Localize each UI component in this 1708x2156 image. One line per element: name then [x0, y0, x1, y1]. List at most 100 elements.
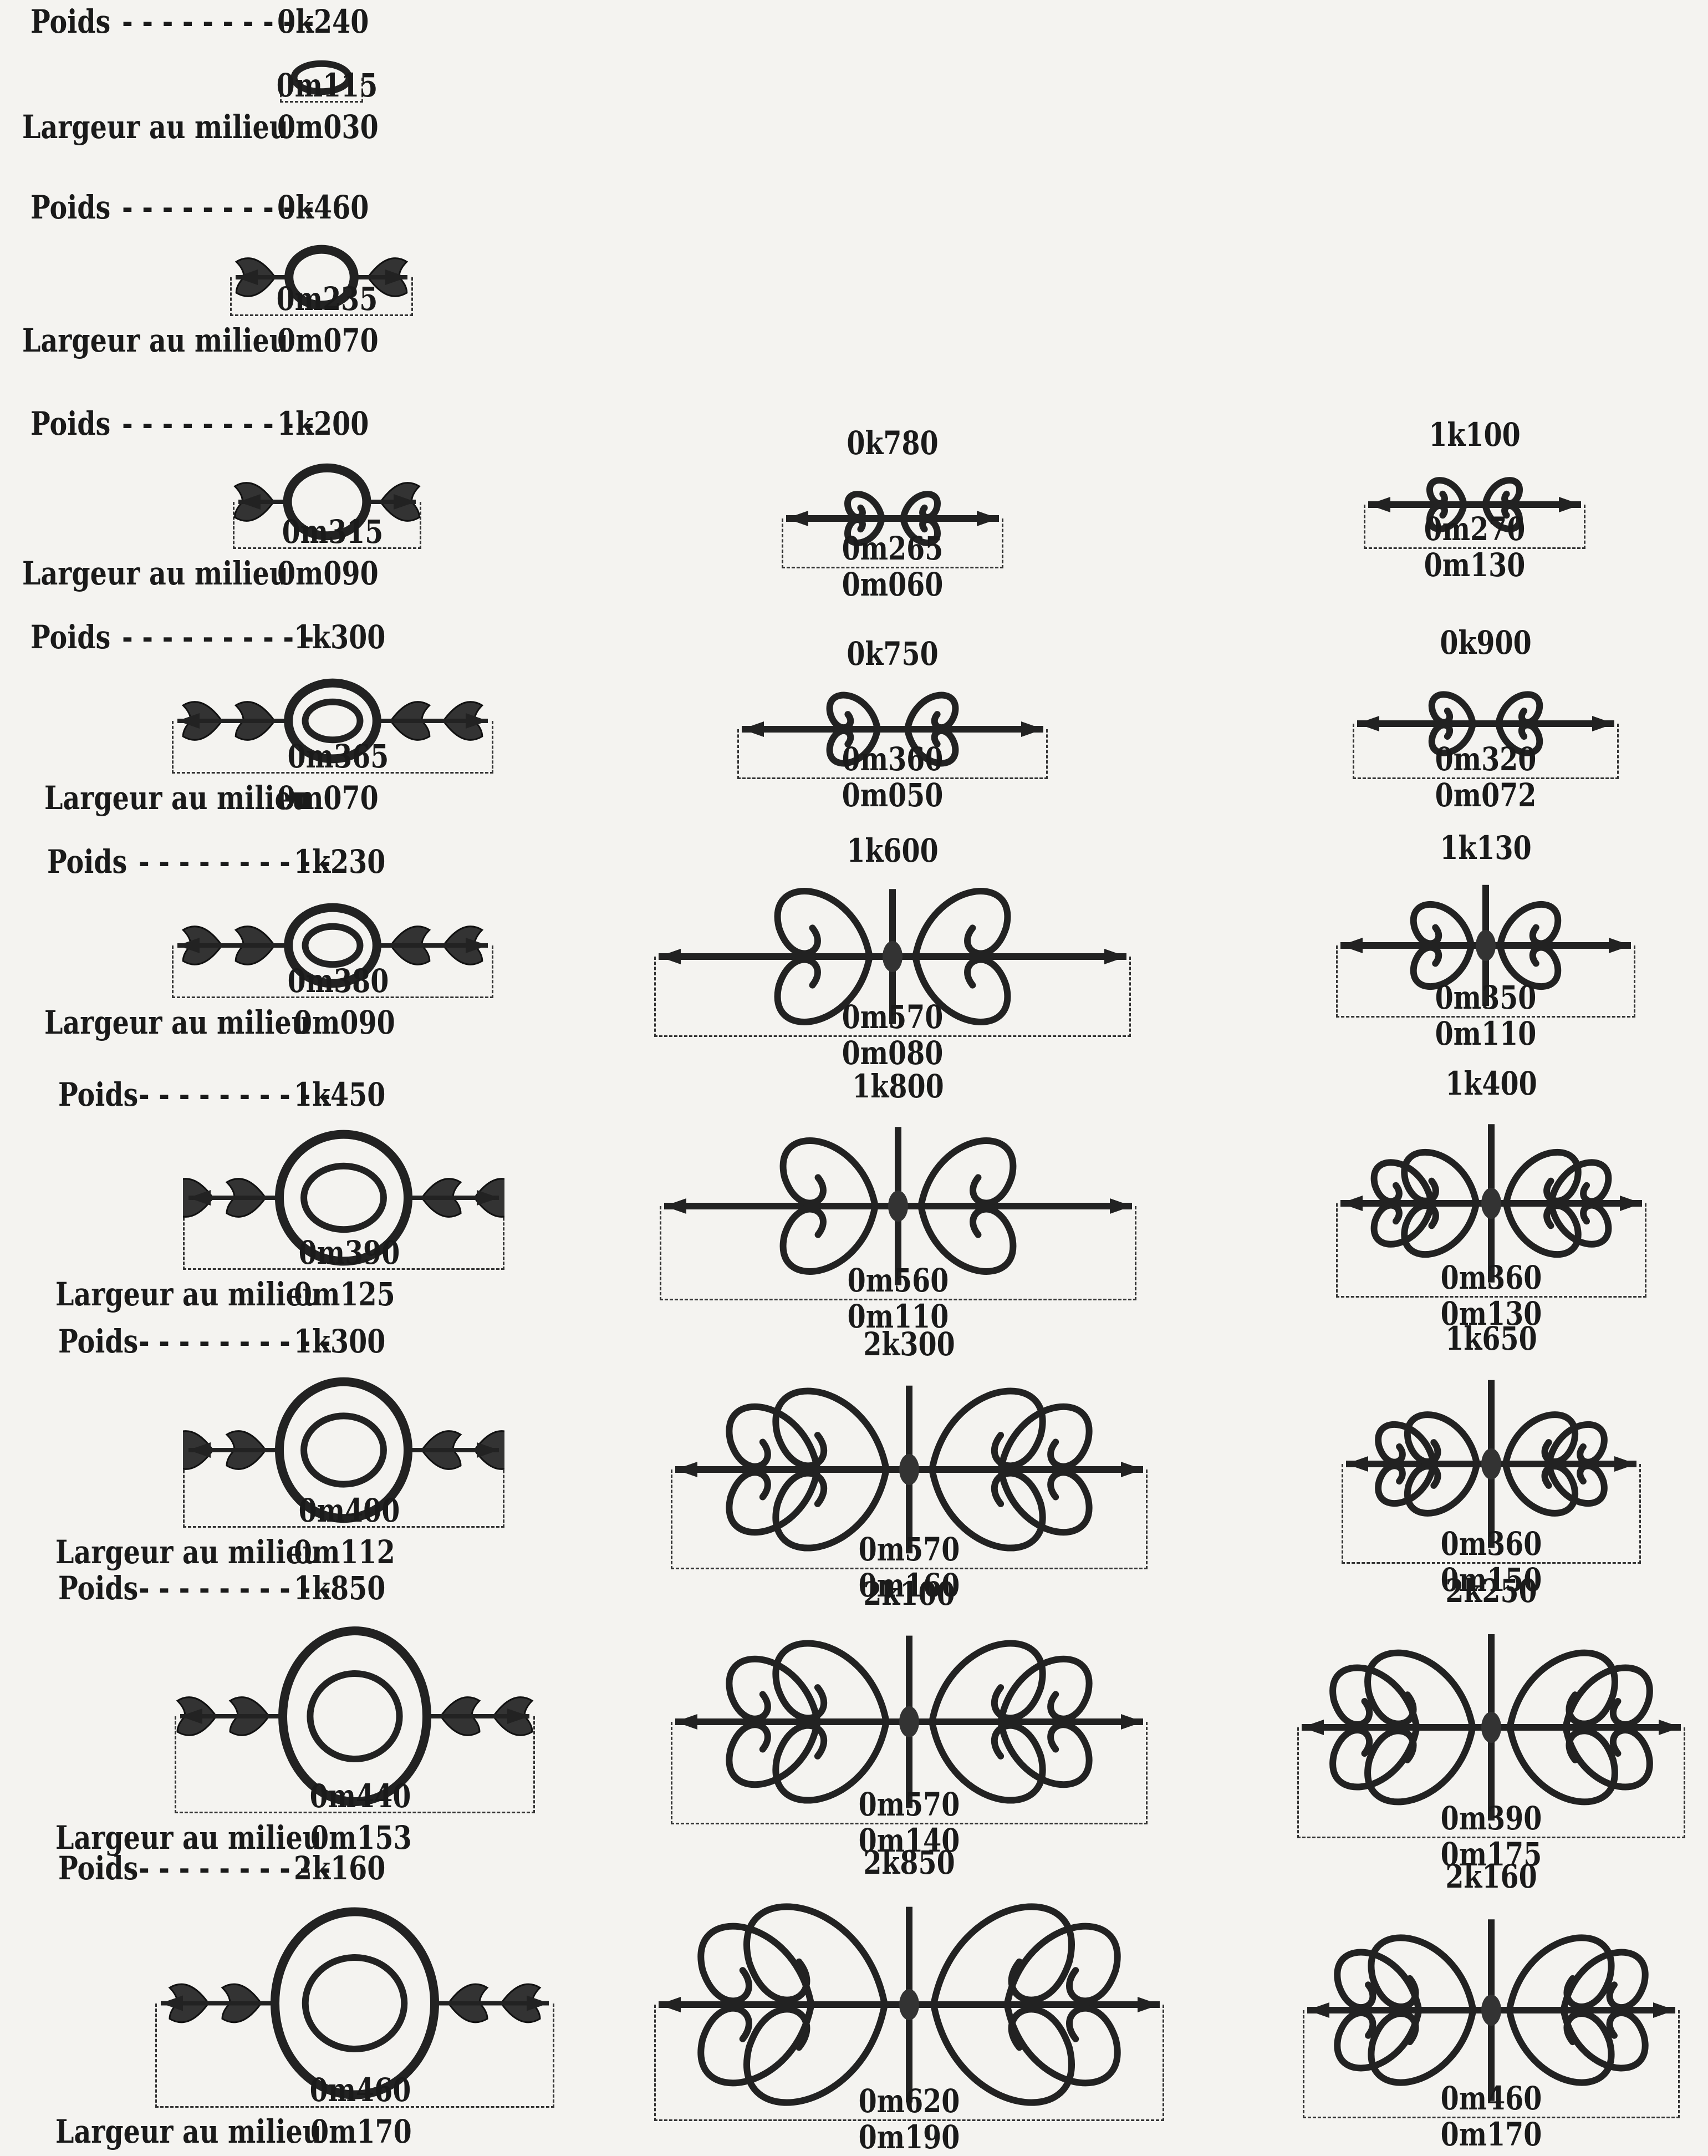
width-value: 0m130: [1424, 546, 1526, 584]
largeur-label: Largeur au milieu: [55, 2113, 322, 2150]
poids-label: Poids: [58, 1323, 139, 1360]
dimension-box: [230, 277, 413, 316]
ornament-icon: [675, 1635, 1143, 1808]
ornament-figure: [155, 1899, 554, 2108]
weight-value: 2k850: [863, 1844, 955, 1882]
length-value: 0m570: [842, 998, 944, 1036]
length-value: 0m440: [309, 1777, 411, 1815]
width-value: 0m050: [842, 776, 944, 814]
poids-label: Poids: [30, 3, 111, 40]
weight-value: 0k240: [277, 3, 369, 40]
ornament-figure: [1353, 668, 1619, 779]
leader-dots: - - - - - - - - - -: [122, 3, 314, 40]
dimension-box: [172, 721, 493, 774]
width-value: 0m110: [1435, 1015, 1537, 1052]
length-value: 0m365: [287, 738, 389, 775]
ornament-icon: [742, 691, 1043, 767]
ornament-icon: [177, 903, 488, 988]
ornament-icon: [290, 60, 353, 95]
width-value: 0m170: [310, 2113, 412, 2150]
ornament-icon: [664, 1127, 1132, 1285]
ornament-figure: [1336, 873, 1635, 1018]
width-value: 0m140: [858, 1822, 960, 1859]
weight-value: 2k160: [1445, 1858, 1537, 1895]
largeur-label: Largeur au milieu: [55, 1533, 322, 1571]
ornament-figure: [671, 1370, 1148, 1569]
length-value: 0m350: [1435, 979, 1537, 1016]
dimension-box: [654, 2005, 1164, 2121]
ornament-figure: [1303, 1902, 1680, 2118]
poids-label: Poids: [30, 189, 111, 226]
weight-value: 2k160: [294, 1849, 386, 1887]
dimension-box: [1303, 2010, 1680, 2118]
length-value: 0m620: [858, 2082, 960, 2120]
width-value: 0m072: [1435, 776, 1537, 814]
weight-value: 0k460: [277, 189, 369, 226]
weight-value: 1k130: [1440, 829, 1532, 867]
width-value: 0m030: [277, 108, 379, 146]
ornament-figure: [172, 668, 493, 774]
dimension-box: [175, 1716, 535, 1813]
weight-value: 2k100: [863, 1575, 955, 1613]
poids-label: Poids: [47, 843, 128, 881]
ornament-icon: [786, 491, 999, 546]
ornament-figure: [183, 1126, 504, 1270]
dimension-box: [654, 957, 1131, 1037]
dimension-box: [155, 2004, 554, 2108]
width-value: 0m070: [277, 779, 379, 817]
weight-value: 1k300: [294, 1323, 386, 1360]
width-value: 0m090: [294, 1004, 395, 1041]
weight-value: 2k250: [1445, 1572, 1537, 1610]
ornament-figure: [280, 53, 363, 103]
ornament-icon: [233, 463, 421, 541]
leader-dots: - - - - - - - - - -: [139, 843, 331, 881]
ornament-icon: [1357, 691, 1614, 756]
width-value: 0m170: [1440, 2116, 1542, 2153]
weight-value: 1k300: [294, 618, 386, 656]
width-value: 0m112: [294, 1533, 395, 1571]
ornament-icon: [675, 1385, 1143, 1554]
dimension-box: [172, 945, 493, 998]
ornament-figure: [654, 876, 1131, 1037]
length-value: 0m270: [1424, 510, 1526, 548]
length-value: 0m390: [1440, 1799, 1542, 1837]
ornament-figure: [737, 679, 1048, 779]
length-value: 0m360: [1440, 1525, 1542, 1563]
largeur-label: Largeur au milieu: [22, 555, 289, 592]
weight-value: 1k850: [294, 1569, 386, 1607]
leader-dots: - - - - - - - - - -: [122, 405, 314, 443]
ornament-figure: [660, 1112, 1136, 1300]
dimension-box: [1336, 945, 1635, 1018]
width-value: 0m125: [294, 1275, 395, 1313]
poids-label: Poids: [30, 618, 111, 656]
length-value: 0m570: [858, 1786, 960, 1823]
largeur-label: Largeur au milieu: [55, 1819, 322, 1857]
length-value: 0m400: [298, 1492, 400, 1529]
dimension-box: [1297, 1727, 1685, 1838]
ornament-figure: [1297, 1616, 1685, 1838]
ornament-icon: [234, 245, 409, 310]
weight-value: 1k450: [294, 1076, 386, 1113]
dimension-box: [671, 1722, 1148, 1824]
ornament-icon: [183, 1377, 504, 1523]
largeur-label: Largeur au milieu: [22, 108, 289, 146]
ornament-icon: [161, 1907, 549, 2099]
width-value: 0m153: [310, 1819, 412, 1857]
dimension-box: [233, 502, 421, 549]
ornament-icon: [1340, 1124, 1642, 1283]
length-value: 0m115: [276, 67, 378, 104]
poids-label: Poids: [58, 1849, 139, 1887]
length-value: 0m390: [298, 1234, 400, 1272]
ornament-icon: [659, 1903, 1160, 2106]
leader-dots: - - - - - - - - - -: [122, 189, 314, 226]
dimension-box: [660, 1206, 1136, 1300]
width-value: 0m150: [1440, 1561, 1542, 1599]
weight-value: 1k650: [1445, 1320, 1537, 1357]
ornament-figure: [175, 1619, 535, 1813]
dimension-box: [1364, 505, 1585, 549]
weight-value: 1k600: [847, 832, 939, 869]
ornament-icon: [183, 1130, 504, 1266]
width-value: 0m110: [847, 1298, 949, 1335]
ornament-figure: [1342, 1364, 1641, 1564]
